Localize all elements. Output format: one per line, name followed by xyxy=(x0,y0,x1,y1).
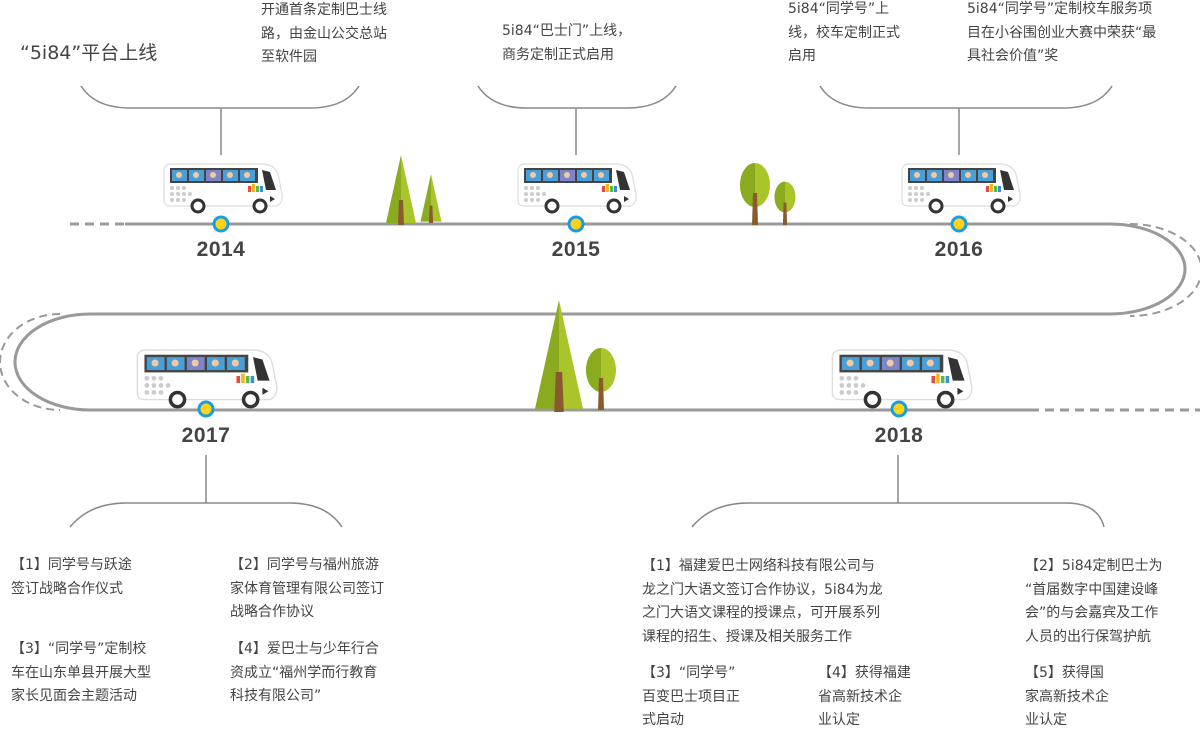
bus-icon-2015 xyxy=(516,162,638,214)
event-2018-3: 【3】“同学号” 百变巴士项目正 式启动 xyxy=(642,665,740,728)
brackets xyxy=(69,85,1113,528)
year-label-2018: 2018 xyxy=(874,424,924,447)
road xyxy=(0,222,1200,412)
event-2017-3: 【3】“同学号”定制校 车在山东单县开展大型 家长见面会主题活动 xyxy=(11,641,151,704)
year-label-2017: 2017 xyxy=(181,424,231,447)
round-tree-icon xyxy=(774,181,796,225)
bracket-2017 xyxy=(69,455,343,528)
marker-2018[interactable] xyxy=(890,400,908,418)
event-2018-4: 【4】获得福建 省高新技术企 业认定 xyxy=(818,665,911,728)
year-label-2016: 2016 xyxy=(934,238,984,261)
bracket-2018 xyxy=(691,455,1105,528)
event-2014-2: 开通首条定制巴士线 路，由金山公交总站 至软件园 xyxy=(261,2,387,65)
bracket-2015 xyxy=(477,85,677,155)
pine-tree-icon xyxy=(386,155,416,225)
bus-icon-2014 xyxy=(162,162,284,214)
event-2014-1: “5i84”平台上线 xyxy=(20,42,158,64)
event-2016-2: 5i84“同学号”定制校车服务项 目在小谷围创业大赛中荣获“最 具社会价值”奖 xyxy=(967,1,1157,64)
road-right-curve-dashed xyxy=(1129,223,1200,317)
bus-icon-2017 xyxy=(135,348,279,409)
event-2018-2: 【2】5i84定制巴士为 “首届数字中国建设峰 会”的与会嘉宾及工作 人员的出行… xyxy=(1025,558,1163,645)
year-label-2015: 2015 xyxy=(551,238,601,261)
round-tree-icon xyxy=(740,163,770,225)
event-2017-4: 【4】爱巴士与少年行合 资成立“福州学而行教育 科技有限公司” xyxy=(230,641,379,704)
marker-2014[interactable] xyxy=(212,215,230,233)
road-left-curve-dashed xyxy=(0,313,61,411)
bus-icon-2016 xyxy=(900,162,1022,214)
marker-2015[interactable] xyxy=(567,215,585,233)
road-upper xyxy=(13,222,1187,412)
markers xyxy=(197,215,968,418)
event-2017-2: 【2】同学号与福州旅游 家体育管理有限公司签订 战略合作协议 xyxy=(230,557,384,620)
bus-icon-2018 xyxy=(830,348,974,409)
event-2017-1: 【1】同学号与跃途 签订战略合作仪式 xyxy=(11,557,132,597)
round-tree-icon xyxy=(586,348,616,410)
event-2018-1: 【1】福建爱巴士网络科技有限公司与 龙之门大语文签订合作协议，5i84为龙 之门… xyxy=(642,558,883,645)
marker-2017[interactable] xyxy=(197,400,215,418)
event-2015-1: 5i84“巴士门”上线， 商务定制正式启用 xyxy=(502,23,632,63)
pine-tree-icon xyxy=(535,300,583,412)
year-label-2014: 2014 xyxy=(196,238,246,261)
bracket-2014 xyxy=(80,85,360,155)
event-2016-1: 5i84“同学号”上 线，校车定制正式 启用 xyxy=(788,1,900,64)
bracket-2016 xyxy=(819,85,1113,155)
pine-tree-icon xyxy=(420,174,442,223)
event-2018-5: 【5】获得国 家高新技术企 业认定 xyxy=(1025,665,1109,728)
marker-2016[interactable] xyxy=(950,215,968,233)
